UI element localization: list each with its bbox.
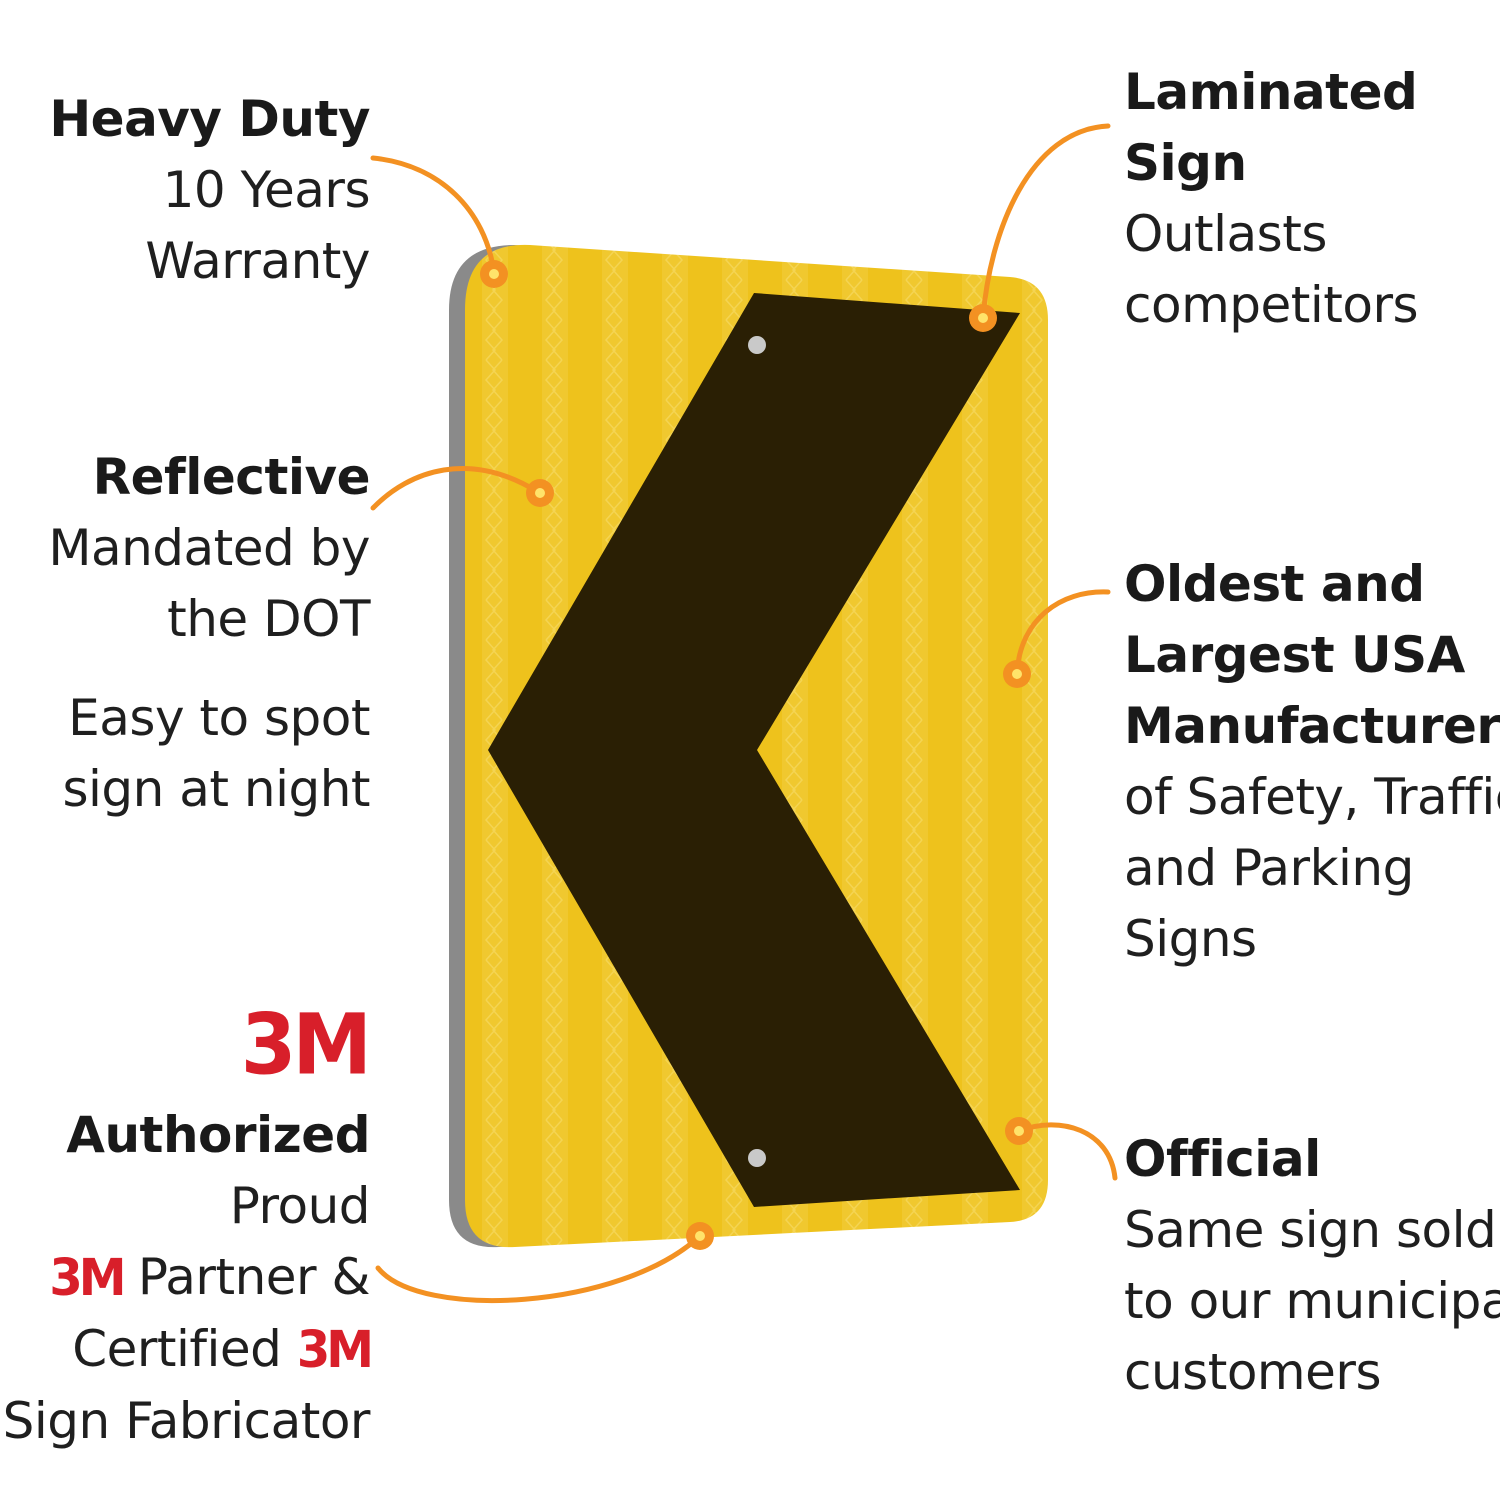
callout-text-partner: 3M Partner & [3,1242,370,1314]
callout-text: Mandated by [48,519,370,577]
callout-reflective-extra: Easy to spot sign at night [62,683,370,825]
callout-text: and Parking [1124,839,1414,897]
callout-title: Laminated [1124,63,1418,121]
callout-text: Proud [229,1177,371,1235]
callout-text: sign at night [62,760,370,818]
callout-text: to our municipal [1124,1272,1500,1330]
callout-text: Partner & [137,1248,371,1306]
callout-title: Manufacturer [1124,697,1500,755]
callout-text-certified: Certified 3M [3,1314,374,1386]
callout-line-reflective [370,466,541,511]
callout-text: Sign Fabricator [2,1392,371,1450]
callout-line-heavy-duty [370,155,497,275]
callout-reflective: Reflective Mandated by the DOT [48,442,370,655]
mounting-hole [748,1149,766,1167]
callout-text: Certified [72,1320,282,1378]
callout-text: 10 Years [162,161,371,219]
3m-logo: 3M [296,1320,374,1380]
callout-text: the DOT [167,590,370,648]
callout-oldest: Oldest and Largest USA Manufacturer of S… [1124,549,1500,975]
callout-text: Signs [1124,910,1257,968]
callout-text: of Safety, Traffic [1124,768,1500,826]
callout-laminated: Laminated Sign Outlasts competitors [1124,57,1419,341]
callout-title: Largest USA [1124,626,1465,684]
callout-text: customers [1124,1343,1382,1401]
callout-title: Sign [1124,134,1247,192]
callout-authorized: Authorized Proud 3M Partner & Certified … [2,1100,374,1457]
callout-line-laminated [980,123,1111,321]
callout-text: competitors [1124,276,1419,334]
mounting-hole [748,336,766,354]
callout-text: Same sign sold [1124,1201,1497,1259]
callout-title: Official [1124,1130,1321,1188]
callout-text: Outlasts [1124,205,1327,263]
callout-line-oldest [1014,589,1111,676]
callout-text: Warranty [145,232,370,290]
callout-title: Authorized [66,1106,370,1164]
callout-heavy-duty: Heavy Duty 10 Years Warranty [49,84,370,297]
callout-title: Reflective [92,448,371,506]
callout-title: Oldest and [1124,555,1425,613]
3m-logo: 3M [49,1248,126,1308]
chevron-left-icon [488,293,1020,1207]
3m-logo: 3M [240,995,372,1094]
callout-official: Official Same sign sold to our municipal… [1124,1124,1500,1408]
callout-text: Easy to spot [68,689,370,747]
callout-title: Heavy Duty [49,90,370,148]
callout-line-authorized [375,1233,703,1304]
callout-line-official [1016,1122,1118,1181]
